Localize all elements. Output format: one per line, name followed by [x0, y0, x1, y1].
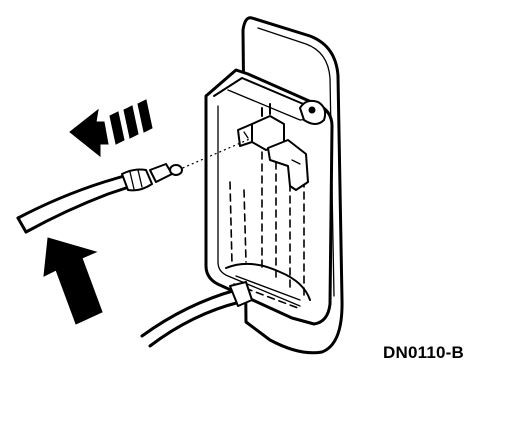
figure-code: DN0110-B: [383, 343, 464, 362]
lead-wire-with-terminal: [16, 163, 183, 234]
alignment-guide-line: [177, 137, 253, 171]
terminal-connector: [237, 103, 309, 191]
harness-wire: [140, 281, 253, 348]
arrow-up-right-icon: [43, 237, 103, 325]
arrow-left-motion-icon: [69, 99, 153, 158]
